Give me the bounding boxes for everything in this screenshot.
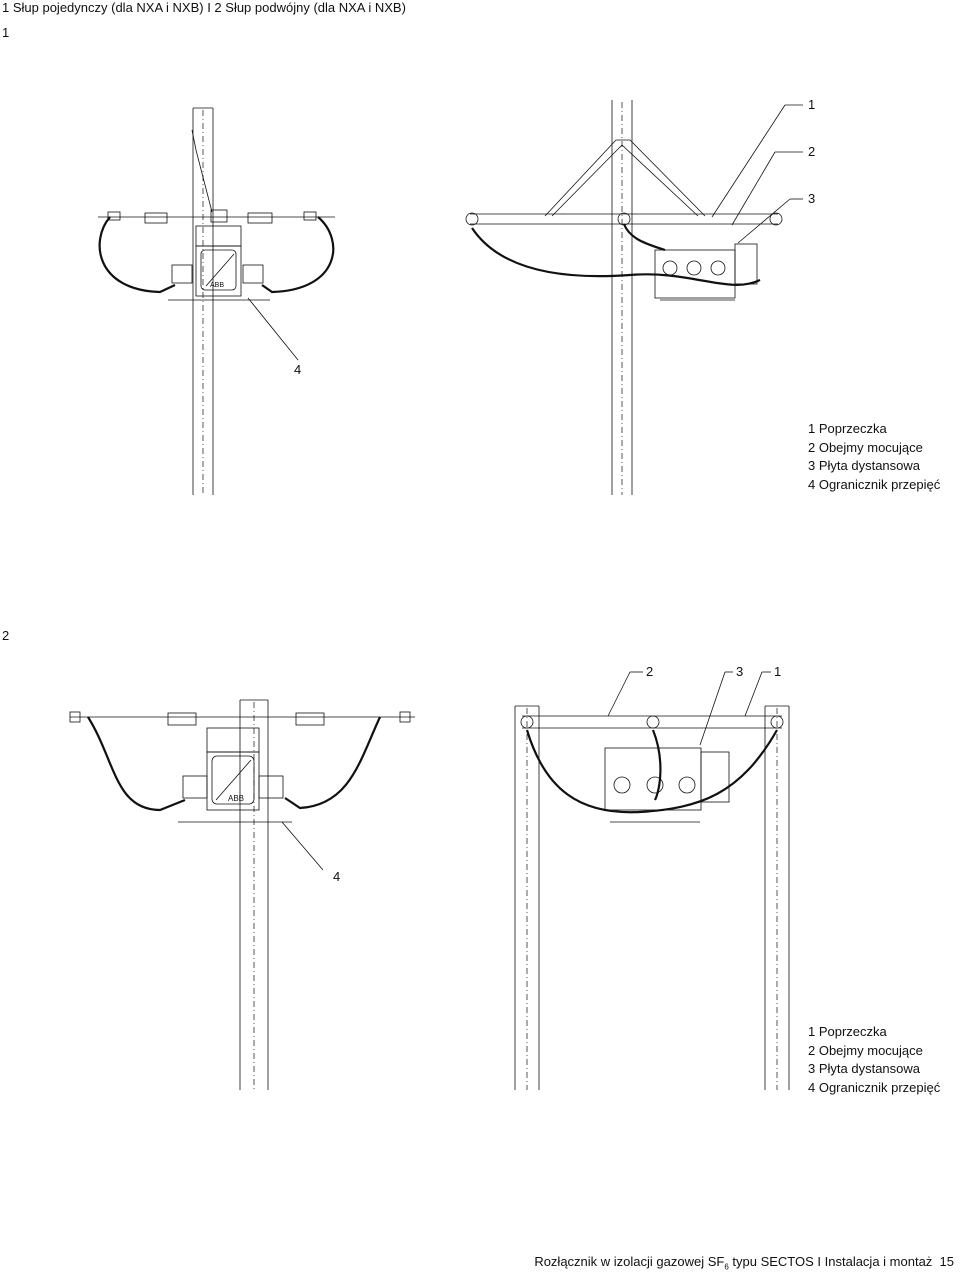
fig2-callout-3: 3 [736,664,744,679]
footer-text-after: typu SECTOS I Instalacja i montaż [728,1254,933,1269]
legend-1-item-2: 2 Obejmy mocujące [808,439,923,455]
fig1-callout-4: 4 [294,362,302,377]
page-footer: Rozłącznik w izolacji gazowej SF6 typu S… [534,1254,954,1272]
page-number: 15 [939,1254,954,1269]
section-2-number: 2 [2,628,10,643]
abb-logo-fig1: ABB [210,282,224,289]
legend-1-item-4: 4 Ogranicznik przepięć [808,476,941,492]
page-header: 1 Słup pojedynczy (dla NXA i NXB) I 2 Sł… [2,0,406,15]
fig2-callout-2: 2 [646,664,654,679]
legend-1-item-3: 3 Płyta dystansowa [808,458,921,473]
footer-text: Rozłącznik w izolacji gazowej SF [534,1254,725,1269]
fig2-callout-1: 1 [774,664,782,679]
legend-2-item-1: 1 Poprzeczka [808,1024,887,1039]
legend-1-item-1: 1 Poprzeczka [808,421,887,436]
legend-2-item-3: 3 Płyta dystansowa [808,1061,921,1076]
fig1-callout-1: 1 [808,97,816,112]
section-1-number: 1 [2,25,10,40]
legend-2-item-2: 2 Obejmy mocujące [808,1042,923,1058]
fig1-callout-2: 2 [808,144,816,159]
legend-2: 1 Poprzeczka 2 Obejmy mocujące 3 Płyta d… [808,1023,940,1097]
fig1-callout-3: 3 [808,191,816,206]
fig2-callout-4: 4 [333,869,341,884]
legend-2-item-4: 4 Ogranicznik przepięć [808,1079,941,1095]
footer-subscript: 6 [724,1262,729,1272]
legend-1: 1 Poprzeczka 2 Obejmy mocujące 3 Płyta d… [808,420,940,494]
abb-logo-fig2: ABB [228,794,244,803]
